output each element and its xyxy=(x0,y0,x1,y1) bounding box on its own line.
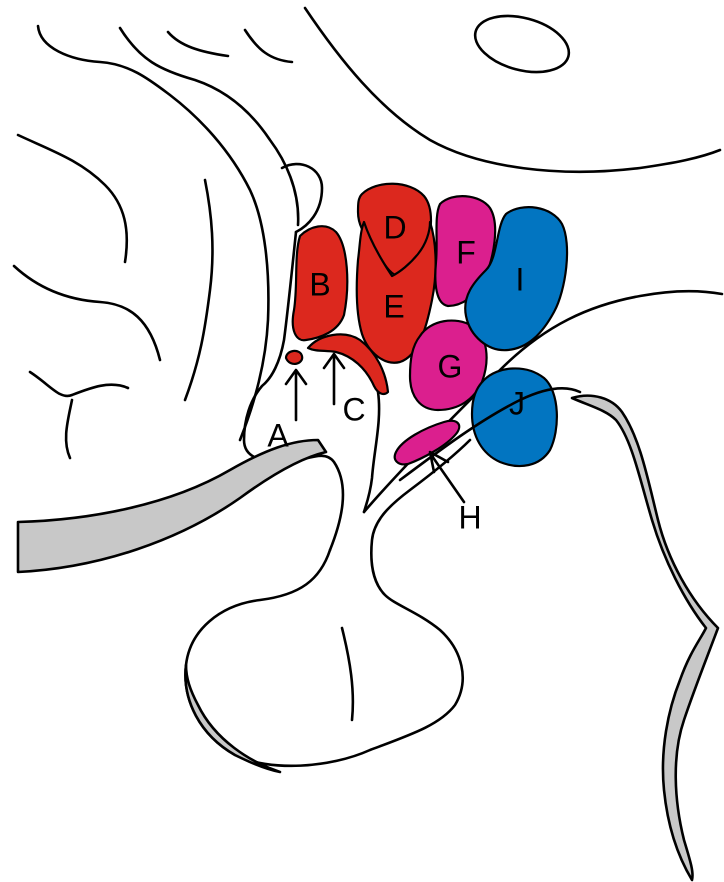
nucleus-A xyxy=(286,351,302,364)
label-H: H xyxy=(458,499,481,535)
gray-structures xyxy=(18,396,718,880)
arrow-C xyxy=(324,354,344,404)
nuclei xyxy=(286,184,567,466)
callosal-arc xyxy=(305,8,720,172)
pituitary-gray-shadow xyxy=(185,665,280,772)
gyrus-line-6 xyxy=(14,266,160,360)
gyrus-line-7 xyxy=(30,372,128,396)
label-G: G xyxy=(438,348,463,384)
label-F: F xyxy=(456,234,476,270)
label-A: A xyxy=(267,417,289,453)
gyrus-line-4 xyxy=(245,30,292,62)
gyrus-line-8 xyxy=(66,400,72,458)
label-E: E xyxy=(383,288,404,324)
label-B: B xyxy=(309,266,330,302)
label-D: D xyxy=(383,209,406,245)
gyrus-line-1 xyxy=(38,26,268,440)
brainstem-gray-band xyxy=(572,396,718,880)
optic-tract-gray-band xyxy=(18,440,326,572)
lamina-bump xyxy=(282,164,322,232)
pituitary-cleft xyxy=(342,628,353,720)
label-I: I xyxy=(516,261,525,297)
gyrus-line-9 xyxy=(185,180,212,400)
gyrus-line-5 xyxy=(18,135,127,262)
brain-outlines xyxy=(14,6,722,765)
gyrus-line-3 xyxy=(168,32,228,56)
label-J: J xyxy=(509,385,525,421)
label-C: C xyxy=(342,391,365,427)
anterior-commissure xyxy=(469,6,575,81)
arrow-A xyxy=(286,370,306,420)
